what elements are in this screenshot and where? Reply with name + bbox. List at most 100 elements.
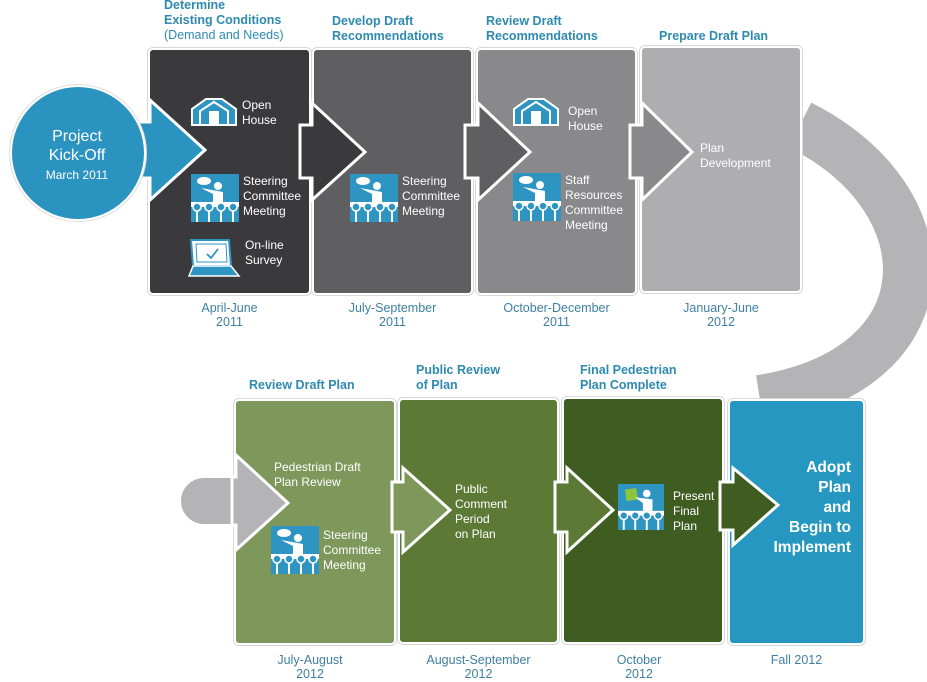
open-house-icon (191, 98, 237, 126)
date-line: 2011 (216, 315, 243, 329)
phase-title-line: Prepare Draft Plan (659, 29, 769, 43)
date-line: Fall 2012 (770, 653, 823, 667)
item-label: Development (700, 156, 771, 170)
item-label: Final (673, 504, 700, 518)
phase-title-6: Public Review of Plan (416, 363, 500, 393)
item-label: Adopt (806, 459, 851, 476)
item-label: Steering (402, 174, 447, 188)
phase-title-7: Final Pedestrian Plan Complete (580, 363, 677, 393)
phase-title-2: Develop Draft Recommendations (332, 14, 444, 44)
laptop-check-icon (187, 239, 241, 277)
steering-committee-icon (350, 174, 398, 222)
phase-title-line: Review Draft (486, 14, 562, 28)
item-label: Plan (700, 141, 725, 155)
phase-title-line: Recommendations (332, 29, 444, 43)
item-label: Meeting (243, 204, 286, 218)
phase-date-8: Fall 2012 (730, 653, 863, 667)
date-line: January-June (683, 301, 759, 315)
item-label: House (242, 113, 277, 127)
item-label: on Plan (455, 527, 496, 541)
item-label: and (823, 499, 851, 516)
item-label: Meeting (565, 218, 608, 232)
staff-committee-icon (513, 173, 561, 221)
date-line: July-September (348, 301, 437, 315)
item-label: Committee (323, 543, 382, 557)
date-line: 2012 (625, 667, 653, 681)
kickoff-date: March 2011 (45, 168, 109, 182)
item-label: Public (455, 482, 488, 496)
date-line: October-December (503, 301, 610, 315)
item-label: Begin to (789, 519, 851, 536)
steering-committee-icon (191, 174, 239, 222)
kickoff-title-line1: Project (52, 128, 102, 145)
date-line: October (616, 653, 662, 667)
kickoff-label: Project Kick-Off March 2011 (22, 127, 132, 184)
item-label: Meeting (323, 558, 366, 572)
item-label: Open (568, 104, 598, 118)
phase-subtitle: (Demand and Needs) (164, 28, 284, 42)
date-line: April-June (201, 301, 258, 315)
phase-title-line: of Plan (416, 378, 458, 392)
item-label: Committee (243, 189, 302, 203)
item-label: House (568, 119, 603, 133)
date-line: 2012 (707, 315, 735, 329)
phase-title-line: Existing Conditions (164, 13, 282, 27)
date-line: 2012 (464, 667, 493, 681)
item-label: Survey (245, 253, 283, 267)
item-label: Implement (773, 539, 851, 556)
item-label: Present (673, 489, 715, 503)
phase-title-3: Review Draft Recommendations (486, 14, 598, 44)
phase-title-1: Determine Existing Conditions (Demand an… (164, 0, 284, 43)
item-label: Period (455, 512, 490, 526)
item-label: Staff (565, 173, 590, 187)
item-label: Plan (673, 519, 698, 533)
item-label: Steering (243, 174, 288, 188)
steering-committee-icon (271, 526, 319, 574)
public-comment-text: Public Comment Period on Plan (455, 482, 507, 542)
kickoff-title-line2: Kick-Off (48, 147, 106, 164)
item-label: Open (242, 98, 272, 112)
item-label: On-line (245, 238, 284, 252)
item-label: Resources (565, 188, 623, 202)
phase-title-line: Public Review (416, 363, 501, 377)
date-line: 2012 (296, 667, 324, 681)
date-line: July-August (277, 653, 343, 667)
adopt-plan-text: Adopt Plan and Begin to Implement (752, 458, 851, 558)
item-label: Committee (565, 203, 624, 217)
kickoff-circle (12, 87, 144, 219)
item-label: Meeting (402, 204, 445, 218)
present-plan-icon (618, 484, 664, 530)
open-house-icon (513, 98, 559, 126)
phase-title-line: Review Draft Plan (249, 378, 355, 392)
item-label: Steering (323, 528, 368, 542)
item-label: Pedestrian Draft (274, 460, 361, 474)
date-line: 2011 (379, 315, 406, 329)
item-label: Committee (402, 189, 461, 203)
date-line: 2011 (543, 315, 570, 329)
pedestrian-draft-review-text: Pedestrian Draft Plan Review (274, 460, 361, 490)
phase-title-4: Prepare Draft Plan (659, 29, 768, 44)
item-label: Comment (455, 497, 508, 511)
item-label: Plan Review (274, 475, 341, 489)
phase-title-line: Develop Draft (332, 14, 414, 28)
phase-title-line: Final Pedestrian (580, 363, 677, 377)
item-label: Plan (818, 479, 851, 496)
phase-title-line: Determine (164, 0, 226, 12)
date-line: August-September (426, 653, 531, 667)
